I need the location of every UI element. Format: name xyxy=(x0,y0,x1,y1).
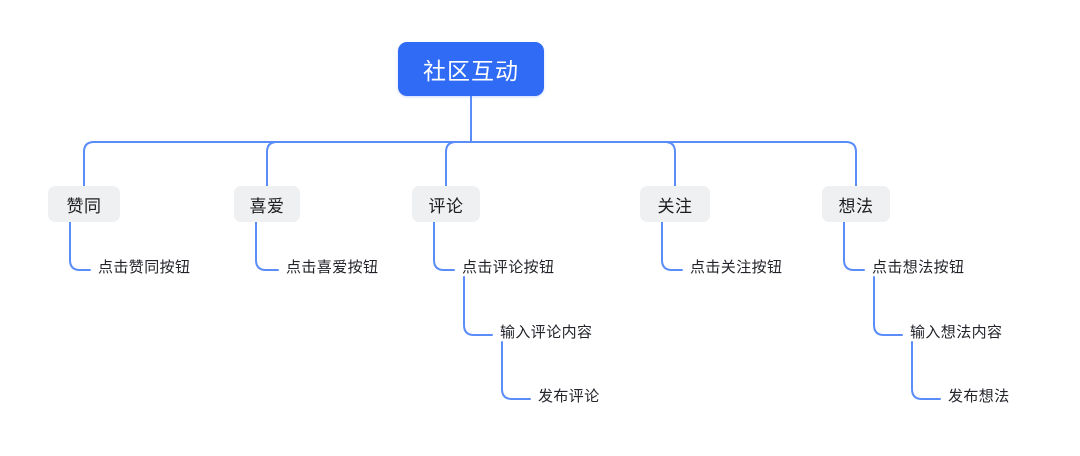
branch-node-评论[interactable]: 评论 xyxy=(412,186,480,222)
node-label: 点击评论按钮 xyxy=(462,258,555,276)
connector-bus-评论 xyxy=(445,141,472,187)
connector-elbow-发布评论 xyxy=(501,341,531,400)
node-label: 喜爱 xyxy=(249,196,285,216)
leaf-node-输入评论内容[interactable]: 输入评论内容 xyxy=(500,320,612,342)
connector-elbow-发布想法 xyxy=(911,341,941,400)
connector-elbow-点击关注按钮 xyxy=(661,221,683,271)
leaf-node-发布评论[interactable]: 发布评论 xyxy=(538,384,616,406)
node-label: 想法 xyxy=(838,196,874,216)
connector-elbow-点击赞同按钮 xyxy=(69,221,91,271)
branch-node-想法[interactable]: 想法 xyxy=(822,186,890,222)
node-label: 点击喜爱按钮 xyxy=(286,258,379,276)
node-label: 输入想法内容 xyxy=(910,323,1003,341)
connector-elbow-点击喜爱按钮 xyxy=(255,221,279,271)
node-label: 点击赞同按钮 xyxy=(98,258,191,276)
node-label: 发布评论 xyxy=(538,387,600,405)
leaf-node-点击评论按钮[interactable]: 点击评论按钮 xyxy=(462,255,574,277)
connector-bus-喜爱 xyxy=(266,141,472,187)
node-label: 输入评论内容 xyxy=(500,323,593,341)
root-node-社区互动[interactable]: 社区互动 xyxy=(398,42,544,96)
leaf-node-点击想法按钮[interactable]: 点击想法按钮 xyxy=(872,255,984,277)
node-label: 点击想法按钮 xyxy=(872,258,965,276)
branch-node-关注[interactable]: 关注 xyxy=(640,186,710,222)
leaf-node-点击赞同按钮[interactable]: 点击赞同按钮 xyxy=(98,255,210,277)
node-label: 社区互动 xyxy=(423,58,519,84)
node-label: 赞同 xyxy=(66,196,102,216)
node-label: 关注 xyxy=(657,196,693,216)
leaf-node-点击关注按钮[interactable]: 点击关注按钮 xyxy=(690,255,802,277)
node-label: 发布想法 xyxy=(948,387,1010,405)
leaf-node-输入想法内容[interactable]: 输入想法内容 xyxy=(910,320,1022,342)
connector-elbow-点击想法按钮 xyxy=(843,221,865,271)
node-label: 评论 xyxy=(428,196,464,216)
connector-bus-赞同 xyxy=(83,141,472,187)
connector-elbow-点击评论按钮 xyxy=(433,221,455,271)
branch-node-赞同[interactable]: 赞同 xyxy=(48,186,120,222)
branch-node-喜爱[interactable]: 喜爱 xyxy=(234,186,300,222)
connector-bus-想法 xyxy=(470,141,857,187)
leaf-node-发布想法[interactable]: 发布想法 xyxy=(948,384,1026,406)
connector-elbow-输入想法内容 xyxy=(873,276,903,336)
node-label: 点击关注按钮 xyxy=(690,258,783,276)
connector-elbow-输入评论内容 xyxy=(463,276,493,336)
leaf-node-点击喜爱按钮[interactable]: 点击喜爱按钮 xyxy=(286,255,398,277)
connector-bus-关注 xyxy=(470,141,676,187)
